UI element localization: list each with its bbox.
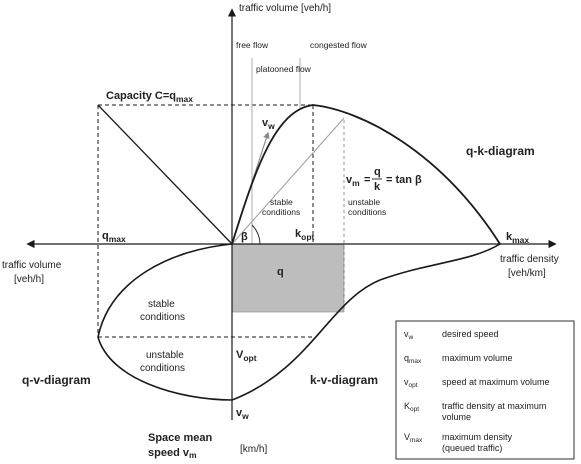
vw-top-label: vw: [262, 117, 275, 131]
upper-stable-1: stable: [270, 197, 293, 207]
vm-formula: vm = q k = tan β: [346, 166, 422, 193]
axis-down-unit: [km/h]: [240, 444, 267, 455]
axis-up-label: traffic volume [veh/h]: [239, 3, 331, 14]
upper-unstable-2: conditions: [348, 207, 386, 217]
q-area-rect: [231, 243, 345, 313]
upper-stable-2: conditions: [262, 207, 300, 217]
qv-curve: [97, 243, 233, 401]
lower-stable-2: conditions: [140, 312, 185, 323]
qv-diagram-title: q-v-diagram: [22, 373, 91, 387]
legend-box: [395, 320, 575, 460]
kv-curve: [231, 243, 501, 401]
axis-right-label-2: [veh/km]: [508, 268, 546, 279]
lower-stable-1: stable: [148, 299, 175, 310]
secant-line: [231, 117, 345, 245]
free-flow-label: free flow: [236, 40, 269, 50]
svg-text:Vmax: Vmax: [404, 432, 423, 444]
qmax-left-label: qmax: [102, 230, 126, 244]
svg-text:Kopt: Kopt: [404, 401, 419, 413]
svg-text:vopt: vopt: [404, 377, 418, 389]
kmax-label: kmax: [506, 231, 529, 245]
qk-curve: [231, 104, 501, 245]
legend: vw desired speed qmax maximum volume vop…: [395, 320, 575, 460]
vw-bottom-label: vw: [236, 407, 249, 421]
legend-item: Vmax maximum density (queued traffic): [404, 432, 513, 453]
axis-left-label-2: [veh/h]: [14, 274, 44, 285]
platooned-flow-label: platooned flow: [256, 64, 312, 74]
legend-item: vopt speed at maximum volume: [404, 377, 550, 389]
lower-unstable-1: unstable: [146, 350, 184, 361]
svg-text:desired speed: desired speed: [442, 329, 499, 339]
axis-down-label-2: speed vm: [148, 447, 197, 460]
capacity-label: Capacity C=qmax: [106, 90, 193, 104]
svg-text:qmax: qmax: [404, 353, 422, 365]
vopt-label: Vopt: [236, 349, 257, 363]
svg-text:= tan β: = tan β: [386, 174, 422, 186]
upper-unstable-1: unstable: [348, 197, 380, 207]
svg-text:q: q: [374, 166, 381, 178]
beta-arc: [251, 224, 261, 245]
svg-text:maximum density: maximum density: [442, 432, 513, 442]
legend-item: qmax maximum volume: [404, 353, 513, 365]
legend-item: vw desired speed: [404, 329, 499, 341]
beta-label: β: [241, 231, 248, 243]
axis-left-label-1: traffic volume: [2, 260, 62, 271]
axis-down-label-1: Space mean: [148, 432, 212, 444]
lower-unstable-2: conditions: [140, 363, 185, 374]
axis-right-label-1: traffic density: [500, 254, 559, 265]
legend-item: Kopt traffic density at maximum volume: [404, 401, 546, 422]
svg-text:vw: vw: [404, 329, 414, 341]
svg-text:k: k: [374, 181, 381, 193]
congested-flow-label: congested flow: [310, 40, 368, 50]
q-box-label: q: [277, 266, 284, 278]
kopt-label: kopt: [295, 228, 315, 242]
kv-diagram-title: k-v-diagram: [310, 373, 378, 387]
svg-text:traffic density at maximum: traffic density at maximum: [442, 401, 546, 411]
svg-text:vm: vm: [346, 174, 360, 188]
svg-text:speed at maximum volume: speed at maximum volume: [442, 377, 550, 387]
qk-diagram-title: q-k-diagram: [466, 144, 535, 158]
svg-text:(queued traffic): (queued traffic): [442, 443, 502, 453]
svg-text:volume: volume: [442, 412, 471, 422]
svg-text:=: =: [364, 174, 370, 186]
svg-text:maximum volume: maximum volume: [442, 353, 513, 363]
capacity-diagonal-line: [97, 104, 233, 245]
